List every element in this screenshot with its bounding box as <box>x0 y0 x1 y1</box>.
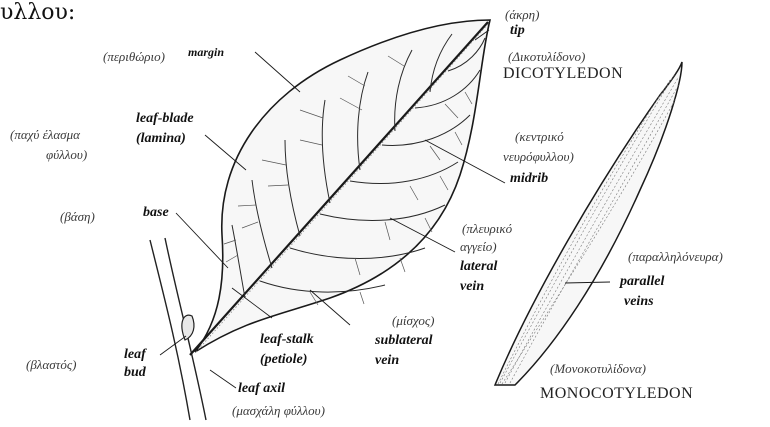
midrib-greek-label-1: (κεντρικό <box>515 130 564 143</box>
stem-greek-label: (βλαστός) <box>26 358 76 371</box>
leaf-blade-label: leaf-blade <box>136 112 194 126</box>
leaf-bud-label-1: leaf <box>124 348 146 362</box>
parallel-greek-label: (παραλληλόνευρα) <box>628 250 723 263</box>
thick-blade-greek-label-1: (παχύ έλασμα <box>10 128 80 141</box>
leaf-axil-label: leaf axil <box>238 382 285 396</box>
stem-shoot <box>150 238 206 420</box>
parallel-veins-label-1: parallel <box>620 275 664 289</box>
leaf-stalk-label: leaf-stalk <box>260 333 314 347</box>
leaf-bud-label-2: bud <box>124 366 146 380</box>
lateral-vein-label-2: vein <box>460 280 484 294</box>
sublateral-greek-label: (μίσχος) <box>392 314 434 327</box>
leaf-axil-greek-label: (μασχάλη φύλλου) <box>232 404 325 417</box>
base-label: base <box>143 206 169 220</box>
tip-greek-label: (άκρη) <box>505 8 539 21</box>
petiole-label: (petiole) <box>260 353 307 367</box>
lateral-greek-label-1: (πλευρικό <box>462 222 512 235</box>
dicot-greek-label: (Δικοτυλίδονο) <box>508 50 585 63</box>
sublateral-vein-label-2: vein <box>375 354 399 368</box>
margin-greek-label: (περιθώριο) <box>103 50 165 63</box>
monocot-greek-label: (Μονοκοτυλίδονα) <box>550 362 646 375</box>
leaf-bud-shape <box>182 315 194 340</box>
lamina-label: (lamina) <box>136 132 186 146</box>
thick-blade-greek-label-2: φύλλου) <box>46 148 87 161</box>
tip-label: tip <box>510 24 525 38</box>
lateral-greek-label-2: αγγείο) <box>460 240 497 253</box>
midrib-label: midrib <box>510 172 548 186</box>
monocot-leaf-blade <box>495 62 682 385</box>
dicotyledon-caption: DICOTYLEDON <box>503 66 623 82</box>
base-greek-label: (βάση) <box>60 210 95 223</box>
margin-label: margin <box>188 46 224 58</box>
monocotyledon-caption: MONOCOTYLEDON <box>540 386 693 402</box>
header-title-fragment: υλλου: <box>0 2 75 24</box>
lateral-vein-label-1: lateral <box>460 260 497 274</box>
midrib-greek-label-2: νευρόφυλλου) <box>503 150 574 163</box>
sublateral-vein-label-1: sublateral <box>375 334 433 348</box>
parallel-veins-label-2: veins <box>624 295 654 309</box>
